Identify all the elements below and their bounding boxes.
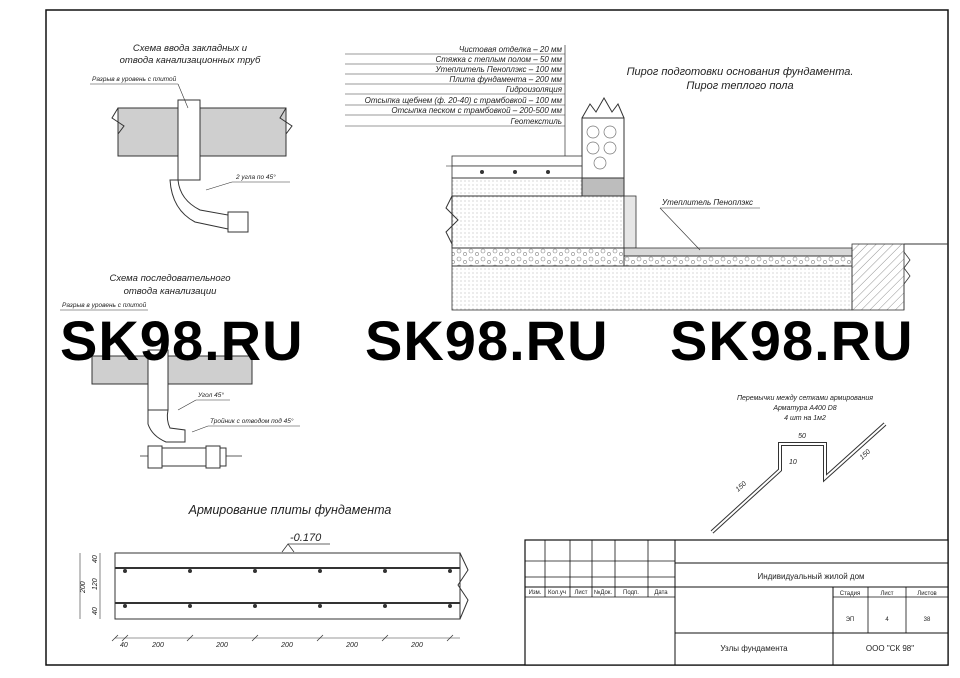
sequential-title-1: Схема последовательного xyxy=(109,273,230,284)
sheets-value: 38 xyxy=(924,617,931,623)
dim-tick xyxy=(381,634,389,642)
layer-6: Отсыпка щебнем (ф. 20-40) с трамбовкой –… xyxy=(365,96,563,105)
dim-tick xyxy=(121,634,129,642)
rebar-dot xyxy=(383,569,387,573)
rebar-dot xyxy=(448,569,452,573)
sequential-note-tee: Тройник с отводом под 45° xyxy=(210,417,294,425)
bridge-title-1: Перемычки между сетками армирования xyxy=(737,394,873,402)
bridge-dim-right: 150 xyxy=(859,448,872,461)
watermark-3: SK98.RU xyxy=(670,309,914,372)
tb-header-3: Лист xyxy=(574,590,587,596)
layer-list: Чистовая отделка – 20 мм Стяжка с теплым… xyxy=(345,45,566,160)
vertical-pipe xyxy=(177,99,201,181)
layer-4: Плита фундамента – 200 мм xyxy=(449,75,562,84)
foundation-pie-section: Пирог подготовки основания фундамента. П… xyxy=(445,66,948,311)
elbow-pipe xyxy=(169,179,229,230)
vdim-1: 40 xyxy=(92,555,99,563)
embedded-title-1: Схема ввода закладных и xyxy=(133,43,248,54)
sequential-note-top: Разрыв в уровень с плитой xyxy=(62,301,147,309)
layer-3: Утеплитель Пеноплэкс – 100 мм xyxy=(435,65,563,74)
rebar-dot xyxy=(318,604,322,608)
sheet-value: 4 xyxy=(885,617,889,623)
rebar-dot xyxy=(188,569,192,573)
rebar-dot xyxy=(188,604,192,608)
embedded-note-elbows: 2 угла по 45° xyxy=(235,173,276,181)
tb-header-5: Подп. xyxy=(623,590,639,596)
dim-tick xyxy=(446,634,454,642)
sequential-drain-scheme: Схема последовательного отвода канализац… xyxy=(60,273,300,469)
level-mark: -0.170 xyxy=(290,532,322,544)
sand-layer xyxy=(451,265,853,311)
bridge-title-2: Арматура А400 D8 xyxy=(772,405,836,412)
layer-1: Чистовая отделка – 20 мм xyxy=(459,45,563,54)
layer-7: Отсыпка песком с трамбовкой – 200-500 мм xyxy=(391,106,562,115)
title-block: Изм. Кол.уч Лист №Док. Подп. Дата Индиви… xyxy=(524,539,949,666)
rebar-dot xyxy=(448,604,452,608)
sheets-label: Листов xyxy=(917,591,937,597)
dim-tick xyxy=(111,634,119,642)
rebar-dot xyxy=(318,569,322,573)
bridge-dim-left: 150 xyxy=(735,480,748,493)
vdim-3: 200 xyxy=(80,581,87,594)
hdim-1: 40 xyxy=(120,642,128,649)
wall-section xyxy=(581,117,625,179)
insulation-strip xyxy=(623,247,853,257)
tb-header-2: Кол.уч xyxy=(548,590,566,596)
dim-tick xyxy=(316,634,324,642)
watermark: SK98.RU SK98.RU SK98.RU xyxy=(60,309,914,372)
slab-reinforcement-detail: Армирование плиты фундамента -0.170 40 1… xyxy=(79,503,469,649)
pie-title-2: Пирог теплого пола xyxy=(686,80,793,92)
hdim-4: 200 xyxy=(280,642,293,649)
gravel-layer xyxy=(451,247,625,267)
foundation-slab xyxy=(451,195,625,249)
hdim-3: 200 xyxy=(215,642,228,649)
layer-2: Стяжка с теплым полом – 50 мм xyxy=(435,55,562,64)
bridge-dim-top: 50 xyxy=(798,433,806,440)
watermark-2: SK98.RU xyxy=(365,309,609,372)
hdim-2: 200 xyxy=(151,642,164,649)
rebar-dot xyxy=(123,604,127,608)
drawing-name: Узлы фундамента xyxy=(720,644,788,653)
watermark-1: SK98.RU xyxy=(60,309,304,372)
project-name: Индивидуальный жилой дом xyxy=(757,572,864,581)
hdim-5: 200 xyxy=(345,642,358,649)
sheet-frame xyxy=(45,9,949,666)
tb-header-4: №Док. xyxy=(594,589,613,596)
hdim-6: 200 xyxy=(410,642,423,649)
vdim-2: 120 xyxy=(92,578,99,590)
pie-title-1: Пирог подготовки основания фундамента. xyxy=(627,66,854,78)
slab-section xyxy=(117,107,287,157)
soil-hatch xyxy=(851,243,905,311)
rebar-dot xyxy=(253,569,257,573)
slab-outline xyxy=(114,552,461,620)
embedded-pipes-scheme: Схема ввода закладных и отвода канализац… xyxy=(90,43,293,233)
insulation-label: Утеплитель Пеноплэкс xyxy=(661,198,753,207)
sequential-note-elbow: Угол 45° xyxy=(197,391,224,399)
dim-tick xyxy=(186,634,194,642)
tb-header-6: Дата xyxy=(654,590,668,596)
sequential-title-2: отвода канализации xyxy=(124,286,218,297)
embedded-note-top: Разрыв в уровень с плитой xyxy=(92,75,177,83)
bridge-dim-side: 10 xyxy=(789,459,797,466)
layer-8: Геотекстиль xyxy=(510,117,562,126)
stage-value: ЭП xyxy=(846,617,855,623)
company-name: ООО "СК 98" xyxy=(866,644,914,653)
rebar-dot xyxy=(253,604,257,608)
tb-header-1: Изм. xyxy=(529,590,542,596)
rebar-bridge-detail: Перемычки между сетками армирования Арма… xyxy=(710,394,887,534)
layer-5: Гидроизоляция xyxy=(506,85,563,94)
vdim-4: 40 xyxy=(92,607,99,615)
rebar-dot xyxy=(383,604,387,608)
embedded-title-2: отвода канализационных труб xyxy=(120,55,261,66)
rebar-dot xyxy=(123,569,127,573)
bridge-title-3: 4 шт на 1м2 xyxy=(784,415,826,422)
stage-label: Стадия xyxy=(840,591,860,597)
dim-tick xyxy=(251,634,259,642)
reinforcement-title: Армирование плиты фундамента xyxy=(188,503,392,517)
sheet-label: Лист xyxy=(880,591,893,597)
